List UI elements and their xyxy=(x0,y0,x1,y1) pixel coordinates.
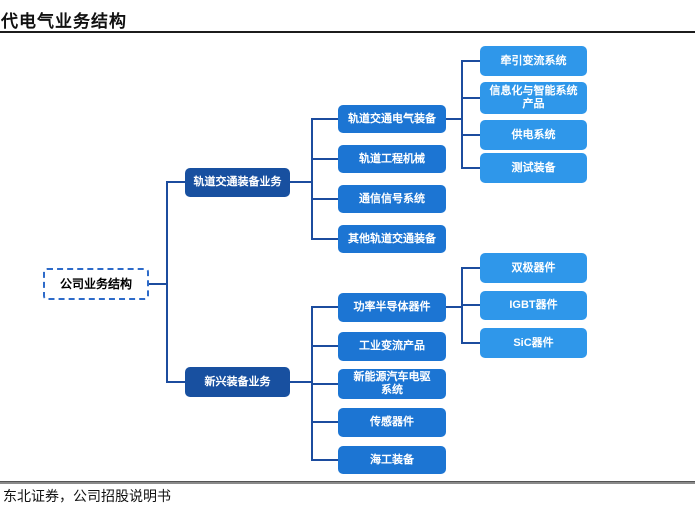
node-company-business-structure: 公司业务结构 xyxy=(43,268,149,300)
connector-b1b-stub xyxy=(461,304,480,306)
connector-a1-vertical xyxy=(461,60,463,169)
footer-rule xyxy=(0,481,695,484)
node-testing-equipment: 测试装备 xyxy=(480,153,587,183)
node-other-rail-transit-equipment: 其他轨道交通装备 xyxy=(338,225,446,253)
node-emerging-equipment-business: 新兴装备业务 xyxy=(185,367,290,397)
node-power-semiconductor-devices: 功率半导体器件 xyxy=(338,293,446,322)
connector-a4-stub xyxy=(311,238,338,240)
connector-b3-stub xyxy=(311,383,338,385)
connector-b4-stub xyxy=(311,421,338,423)
connector-a-out xyxy=(290,181,313,183)
connector-a1a-stub xyxy=(461,60,480,62)
node-rail-engineering-machinery: 轨道工程机械 xyxy=(338,145,446,173)
node-communication-signal-system: 通信信号系统 xyxy=(338,185,446,213)
node-rail-electrical-equipment: 轨道交通电气装备 xyxy=(338,105,446,133)
connector-a1c-stub xyxy=(461,134,480,136)
connector-b1-stub xyxy=(311,306,338,308)
node-industrial-converter-products: 工业变流产品 xyxy=(338,332,446,361)
node-marine-engineering-equipment: 海工装备 xyxy=(338,446,446,474)
connector-b2-stub xyxy=(311,345,338,347)
connector-b1c-stub xyxy=(461,342,480,344)
connector-b5-stub xyxy=(311,459,338,461)
node-rail-transit-equipment-business: 轨道交通装备业务 xyxy=(185,168,290,197)
node-sensor-devices: 传感器件 xyxy=(338,408,446,437)
connector-branch-a-stub xyxy=(166,181,185,183)
node-informatization-intelligent-system-products: 信息化与智能系统 产品 xyxy=(480,82,587,114)
connector-branch-b-stub xyxy=(166,381,185,383)
node-power-supply-system: 供电系统 xyxy=(480,120,587,150)
connector-a-vertical xyxy=(311,118,313,240)
node-nev-electric-drive-system: 新能源汽车电驱 系统 xyxy=(338,369,446,399)
connector-b1-out xyxy=(446,306,463,308)
node-sic-devices: SiC器件 xyxy=(480,328,587,358)
node-igbt-devices: IGBT器件 xyxy=(480,291,587,320)
page-title: 代电气业务结构 xyxy=(1,12,127,32)
connector-root-stub xyxy=(149,283,167,285)
title-rule xyxy=(0,31,695,33)
source-text: 东北证券，公司招股说明书 xyxy=(3,489,171,505)
connector-a3-stub xyxy=(311,198,338,200)
connector-b-out xyxy=(290,381,313,383)
connector-b1a-stub xyxy=(461,267,480,269)
node-bipolar-devices: 双极器件 xyxy=(480,253,587,283)
connector-a1-stub xyxy=(311,118,338,120)
connector-a1-out xyxy=(446,118,463,120)
node-traction-converter-system: 牵引变流系统 xyxy=(480,46,587,76)
connector-a2-stub xyxy=(311,158,338,160)
connector-a1b-stub xyxy=(461,97,480,99)
connector-a1d-stub xyxy=(461,167,480,169)
connector-trunk xyxy=(166,181,168,383)
